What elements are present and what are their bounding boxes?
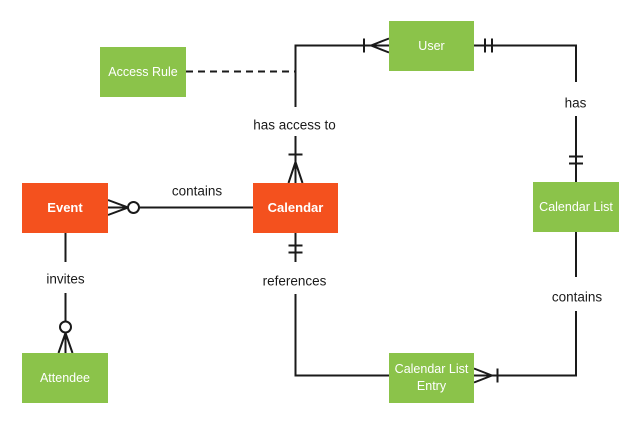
zero-ring-icon [127, 201, 140, 214]
entity-label: Access Rule [108, 64, 178, 79]
crows-foot-many-icon [473, 367, 493, 384]
entity-attendee[interactable]: Attendee [22, 353, 108, 403]
connector-line [294, 44, 389, 107]
entity-calendar[interactable]: Calendar [253, 183, 338, 233]
relationship-label-contains-1: contains [171, 183, 223, 199]
crows-foot-zero-or-many-icon [107, 199, 129, 216]
entity-label: Calendar [267, 200, 324, 216]
relationship-has-access-to-calendar-user [287, 37, 390, 184]
connector-line [294, 294, 389, 377]
entity-calendar-list-entry[interactable]: Calendar List Entry [389, 353, 474, 403]
relationship-label-references: references [262, 273, 327, 289]
relationship-invites-event-attendee [57, 233, 74, 354]
relationship-label-contains-2: contains [551, 289, 603, 305]
entity-access-rule[interactable]: Access Rule [100, 47, 186, 97]
relationship-label-invites: invites [46, 271, 85, 286]
double-bar-icon [484, 38, 493, 53]
relationship-has-user-calendarlist [474, 38, 583, 182]
connector-line [474, 44, 577, 82]
crows-foot-many-icon [287, 161, 304, 184]
double-bar-icon [569, 155, 583, 165]
crows-foot-many-icon [370, 37, 390, 54]
entity-user[interactable]: User [389, 21, 474, 71]
crows-foot-zero-or-many-icon [57, 332, 74, 354]
connector-line [474, 311, 577, 377]
entity-label: Attendee [39, 370, 91, 385]
entity-label: User [418, 38, 445, 53]
relationship-contains-event-calendar [107, 199, 253, 216]
entity-label: Calendar List Entry [394, 362, 469, 393]
entity-label: Calendar List [539, 199, 613, 214]
double-bar-icon [288, 244, 303, 254]
relationship-references-calendar-entry [288, 233, 389, 377]
zero-ring-icon [59, 320, 72, 334]
entity-calendar-list[interactable]: Calendar List [533, 182, 619, 232]
relationship-contains-calendarlist-entry [473, 232, 577, 384]
relationship-label-has: has [564, 95, 587, 110]
entity-label: Event [47, 200, 83, 216]
entity-event[interactable]: Event [22, 183, 108, 233]
relationship-label-has-access-to: has access to [253, 117, 336, 132]
